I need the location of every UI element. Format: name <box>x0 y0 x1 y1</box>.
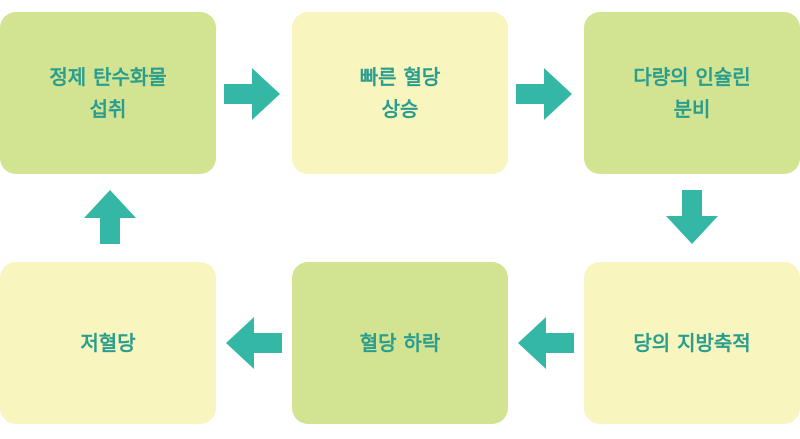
arrow-right-icon <box>224 68 280 120</box>
step-glucose-drop: 혈당 하락 <box>292 262 508 424</box>
step-excess-insulin: 다량의 인슐린 분비 <box>584 12 800 174</box>
step-label: 저혈당 <box>80 331 136 355</box>
step-label: 다량의 인슐린 분비 <box>633 65 751 121</box>
step-rapid-glucose-rise: 빠른 혈당 상승 <box>292 12 508 174</box>
step-label: 혈당 하락 <box>359 331 441 355</box>
arrow-left-icon <box>226 317 282 369</box>
arrow-right-icon <box>516 68 572 120</box>
arrow-down-icon <box>666 190 718 244</box>
arrow-up-icon <box>84 190 136 244</box>
step-label: 빠른 혈당 상승 <box>359 65 441 121</box>
step-label: 당의 지방축적 <box>633 331 751 355</box>
step-refined-carb-intake: 정제 탄수화물 섭취 <box>0 12 216 174</box>
step-label: 정제 탄수화물 섭취 <box>49 65 167 121</box>
step-hypoglycemia: 저혈당 <box>0 262 216 424</box>
arrow-left-icon <box>518 317 574 369</box>
step-fat-storage: 당의 지방축적 <box>584 262 800 424</box>
